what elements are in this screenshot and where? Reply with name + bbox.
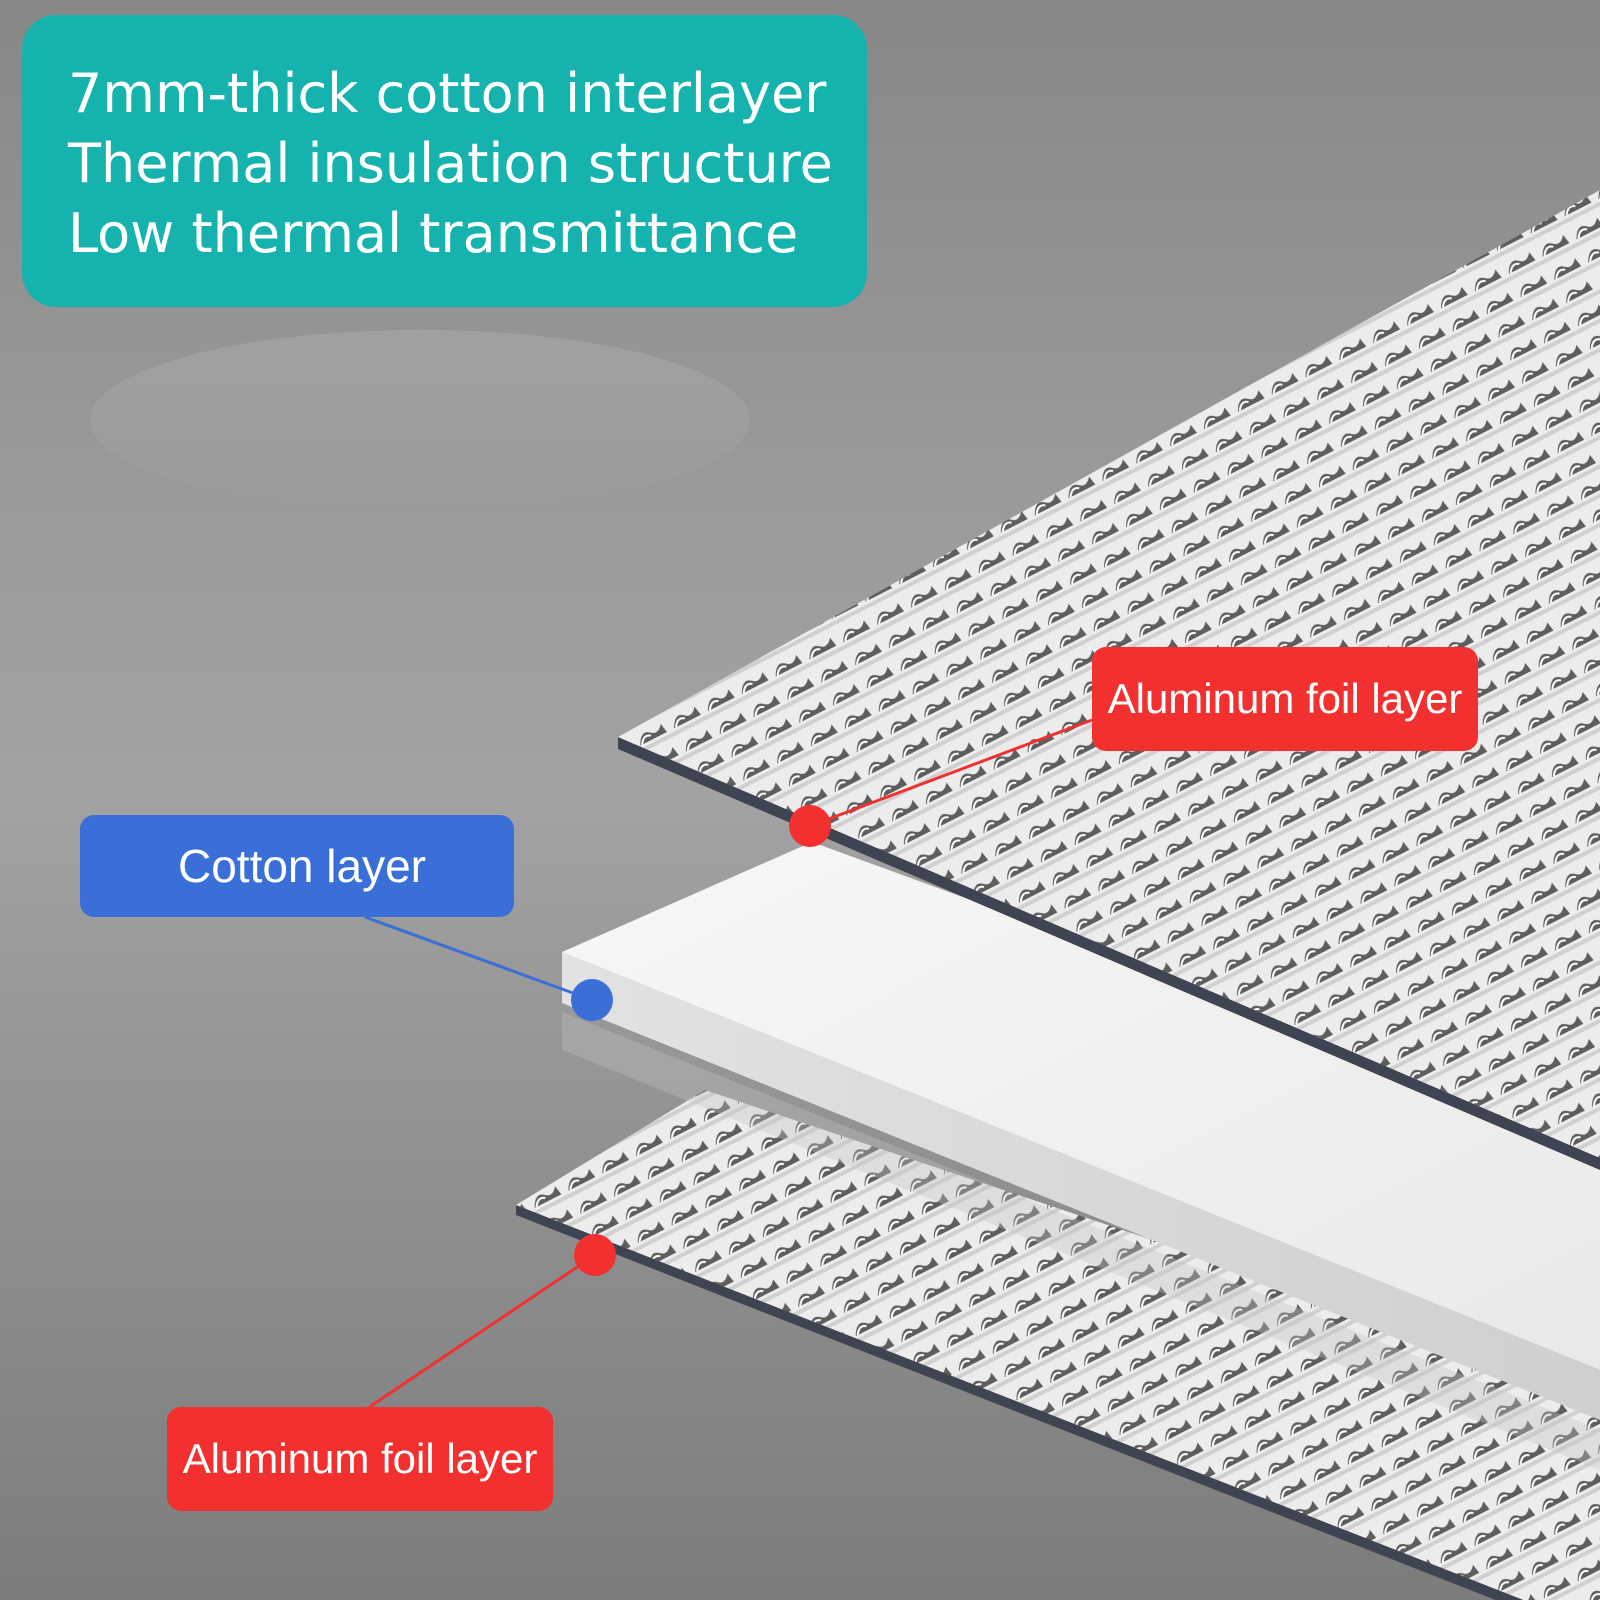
top-foil-callout: Aluminum foil layer xyxy=(1092,647,1478,751)
headline-line-structure: Thermal insulation structure xyxy=(68,132,833,195)
bottom-foil-marker-dot xyxy=(574,1234,616,1276)
bottom-foil-sheet xyxy=(516,1090,1600,1600)
bottom-foil-leader-line xyxy=(367,1253,596,1410)
top-foil-leader-line xyxy=(809,718,1093,828)
cotton-leader-line xyxy=(364,915,593,1002)
cotton-marker-dot xyxy=(571,979,613,1021)
headline-box: 7mm-thick cotton interlayer Thermal insu… xyxy=(22,15,867,307)
headline-line-transmittance: Low thermal transmittance xyxy=(68,202,799,265)
bottom-foil-callout: Aluminum foil layer xyxy=(167,1407,553,1511)
headline-line-thickness: 7mm-thick cotton interlayer xyxy=(68,62,827,125)
cotton-callout: Cotton layer xyxy=(80,815,514,917)
cotton-sheet xyxy=(562,842,1600,1470)
top-foil-marker-dot xyxy=(789,805,831,847)
background-haze xyxy=(90,330,750,510)
